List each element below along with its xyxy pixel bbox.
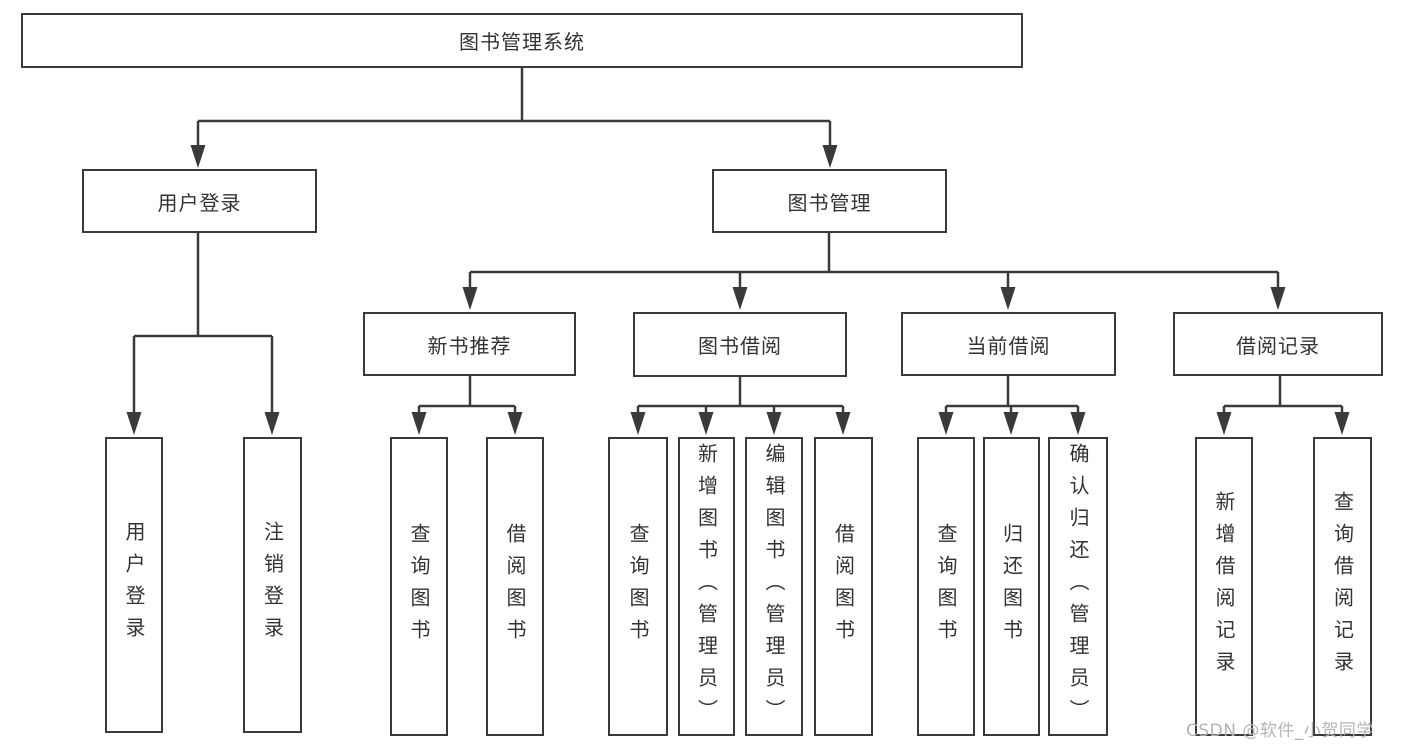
node-new-book-recommend-label: 新书推荐 <box>427 333 512 358</box>
arrow-down-icon <box>1216 412 1232 435</box>
node-root-label: 图书管理系统 <box>459 30 585 54</box>
connector-newbook-to-leaves <box>417 376 517 413</box>
connector-userlogin-to-leaves <box>132 233 274 412</box>
node-current-borrow: 当前借阅 <box>901 312 1116 376</box>
node-root: 图书管理系统 <box>21 13 1023 68</box>
leaf-record-add-label: 新增借阅记录 <box>1212 490 1236 683</box>
arrow-down-icon <box>822 145 838 168</box>
connector-borrowrecord-to-leaves <box>1222 376 1344 413</box>
leaf-newbook-query: 查询图书 <box>390 437 448 736</box>
leaf-record-add: 新增借阅记录 <box>1195 437 1253 736</box>
arrow-down-icon <box>411 412 427 435</box>
leaf-borrow-borrow-label: 借阅图书 <box>831 522 856 651</box>
arrow-down-icon <box>835 412 851 435</box>
node-book-management: 图书管理 <box>712 169 947 233</box>
node-book-borrow: 图书借阅 <box>633 312 847 377</box>
arrow-down-icon <box>630 412 646 435</box>
leaf-borrow-borrow: 借阅图书 <box>814 437 873 736</box>
arrow-down-icon <box>1070 412 1086 435</box>
leaf-logout: 注销登录 <box>243 437 302 733</box>
csdn-watermark: CSDN @软件_小贺同学 <box>1186 721 1374 741</box>
leaf-borrow-add-label: 新增图书（管理员） <box>694 442 719 731</box>
leaf-current-confirm-label: 确认归还（管理员） <box>1066 442 1090 731</box>
connector-currentborrow-to-leaves <box>944 376 1080 413</box>
leaf-borrow-query-label: 查询图书 <box>626 522 650 651</box>
node-current-borrow-label: 当前借阅 <box>966 333 1051 358</box>
leaf-current-query: 查询图书 <box>917 437 975 736</box>
arrow-down-icon <box>1334 412 1350 435</box>
leaf-borrow-add: 新增图书（管理员） <box>678 437 735 736</box>
leaf-current-return: 归还图书 <box>983 437 1040 736</box>
arrow-down-icon <box>1003 412 1019 435</box>
leaf-current-confirm: 确认归还（管理员） <box>1048 437 1108 736</box>
node-user-login: 用户登录 <box>82 169 317 233</box>
arrow-down-icon <box>1270 287 1286 310</box>
arrow-down-icon <box>190 145 206 168</box>
node-book-borrow-label: 图书借阅 <box>698 334 782 358</box>
leaf-user-login-label: 用户登录 <box>122 521 146 649</box>
leaf-current-return-label: 归还图书 <box>999 522 1024 651</box>
leaf-newbook-query-label: 查询图书 <box>407 522 431 651</box>
connector-bookborrow-to-leaves <box>636 377 845 413</box>
leaf-newbook-borrow-label: 借阅图书 <box>503 522 527 651</box>
node-borrow-record-label: 借阅记录 <box>1236 333 1320 358</box>
node-user-login-label: 用户登录 <box>157 190 242 215</box>
arrow-down-icon <box>938 412 954 435</box>
leaf-logout-label: 注销登录 <box>260 521 285 649</box>
leaf-record-query: 查询借阅记录 <box>1313 437 1372 736</box>
arrow-down-icon <box>264 412 280 435</box>
arrow-down-icon <box>766 412 782 435</box>
leaf-borrow-query: 查询图书 <box>608 437 668 736</box>
connector-bookmgmt-to-level3 <box>468 232 1280 288</box>
leaf-borrow-edit: 编辑图书（管理员） <box>745 437 803 736</box>
arrow-down-icon <box>462 287 478 310</box>
leaf-borrow-edit-label: 编辑图书（管理员） <box>762 442 786 731</box>
leaf-record-query-label: 查询借阅记录 <box>1330 490 1355 683</box>
node-borrow-record: 借阅记录 <box>1173 312 1383 376</box>
arrow-down-icon <box>507 412 523 435</box>
connector-lines <box>132 68 1344 413</box>
arrowheads <box>126 145 1350 435</box>
arrow-down-icon <box>698 412 714 435</box>
connector-root-to-level2 <box>196 68 832 145</box>
leaf-user-login: 用户登录 <box>105 437 163 733</box>
node-book-management-label: 图书管理 <box>787 190 872 215</box>
arrow-down-icon <box>1000 287 1016 310</box>
leaf-newbook-borrow: 借阅图书 <box>486 437 544 736</box>
arrow-down-icon <box>126 412 142 435</box>
node-new-book-recommend: 新书推荐 <box>363 312 576 376</box>
leaf-current-query-label: 查询图书 <box>934 522 958 651</box>
arrow-down-icon <box>732 287 748 310</box>
